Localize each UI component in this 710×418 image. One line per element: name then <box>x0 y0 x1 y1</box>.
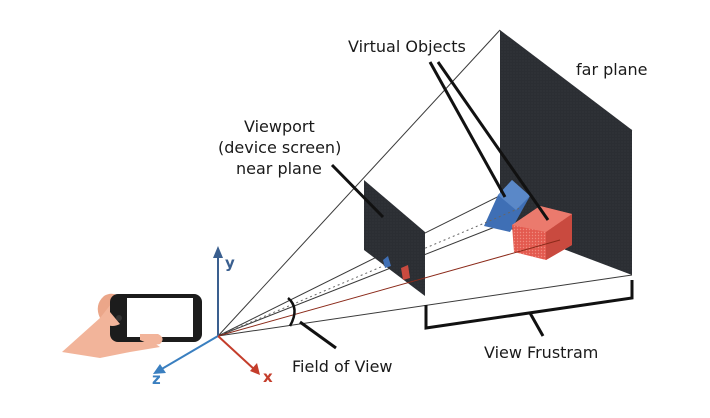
viewport-label-line3: near plane <box>236 159 322 178</box>
viewport-pointer <box>330 163 385 219</box>
blue-cube <box>484 180 530 232</box>
viewport-label-line2: (device screen) <box>218 138 341 157</box>
viewport-label-line1: Viewport <box>244 117 315 136</box>
field-of-view-label: Field of View <box>292 357 393 376</box>
near-plane-red-projection <box>401 265 410 280</box>
center-ray <box>217 239 561 337</box>
field-of-view-pointer <box>299 320 337 350</box>
field-of-view-arc <box>287 297 296 327</box>
axes <box>153 246 260 375</box>
frustum-edge-top <box>217 29 501 337</box>
far-plane-label: far plane <box>576 60 648 79</box>
y-axis-arrow-icon <box>213 246 223 258</box>
z-axis <box>159 335 219 371</box>
virtual-objects-label: Virtual Objects <box>348 37 466 56</box>
label-pointers <box>299 61 550 350</box>
smartphone-screen <box>127 298 193 337</box>
hand-holding-phone-icon <box>62 293 202 358</box>
z-axis-arrow-icon <box>153 364 166 374</box>
x-axis <box>217 335 256 371</box>
z-axis-label: z <box>152 370 161 388</box>
frustum-edge-left-bottom <box>217 224 501 337</box>
view-frustram-label: View Frustram <box>484 343 598 362</box>
near-plane-blue-projection <box>383 256 391 268</box>
virtual-objects-pointer-1 <box>428 61 507 198</box>
view-frustram-pointer <box>528 312 545 337</box>
red-cube <box>512 206 572 260</box>
near-plane <box>364 180 425 296</box>
virtual-objects-pointer-2 <box>436 61 550 221</box>
x-axis-label: x <box>263 368 273 386</box>
y-axis-label: y <box>225 254 235 272</box>
view-frustram-bracket <box>424 280 634 330</box>
x-axis-arrow-icon <box>250 363 260 375</box>
